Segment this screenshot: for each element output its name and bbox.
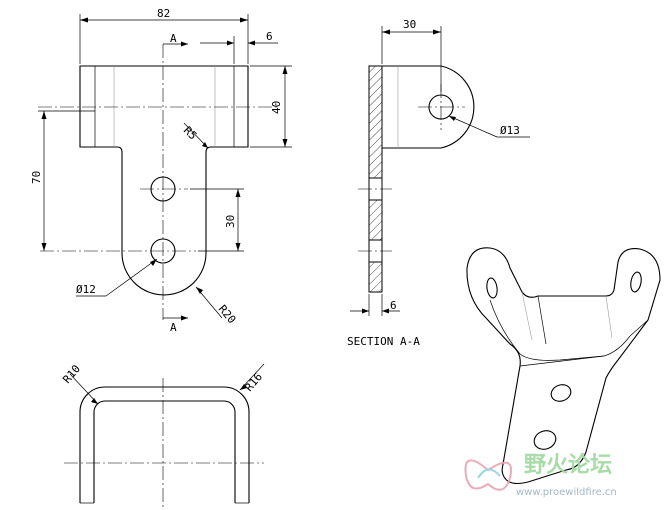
watermark-url: www.proewildfire.cn	[516, 487, 617, 498]
section-marker-top: A	[170, 32, 177, 45]
section-dim-diameter-13: Ø13	[500, 124, 520, 137]
dim-radius-r5: R5	[181, 124, 200, 143]
top-dim-radius-r10: R10	[60, 362, 83, 386]
dim-radius-r20: R20	[216, 303, 239, 327]
section-view: 30 Ø13 6 SECTION A-A	[347, 18, 530, 348]
butterfly-logo-icon	[464, 459, 512, 491]
dim-diameter-12: Ø12	[76, 283, 96, 296]
watermark: 野火论坛 www.proewildfire.cn	[464, 452, 617, 498]
section-dim-30: 30	[403, 18, 416, 31]
section-marker-bottom: A	[170, 321, 177, 334]
dim-height-70: 70	[30, 171, 43, 184]
watermark-title: 野火论坛	[524, 452, 612, 478]
top-view: R10 R16	[60, 362, 265, 508]
section-dim-6: 6	[390, 299, 397, 312]
front-view: A A 82 6 40 70 30 R5	[30, 7, 292, 334]
isometric-view	[466, 247, 661, 485]
top-dim-radius-r16: R16	[242, 370, 265, 394]
dim-thickness-6: 6	[266, 30, 273, 43]
dim-spacing-30: 30	[224, 215, 237, 228]
section-title: SECTION A-A	[347, 335, 420, 348]
dim-height-40: 40	[270, 101, 283, 114]
dim-width-82: 82	[157, 7, 170, 20]
